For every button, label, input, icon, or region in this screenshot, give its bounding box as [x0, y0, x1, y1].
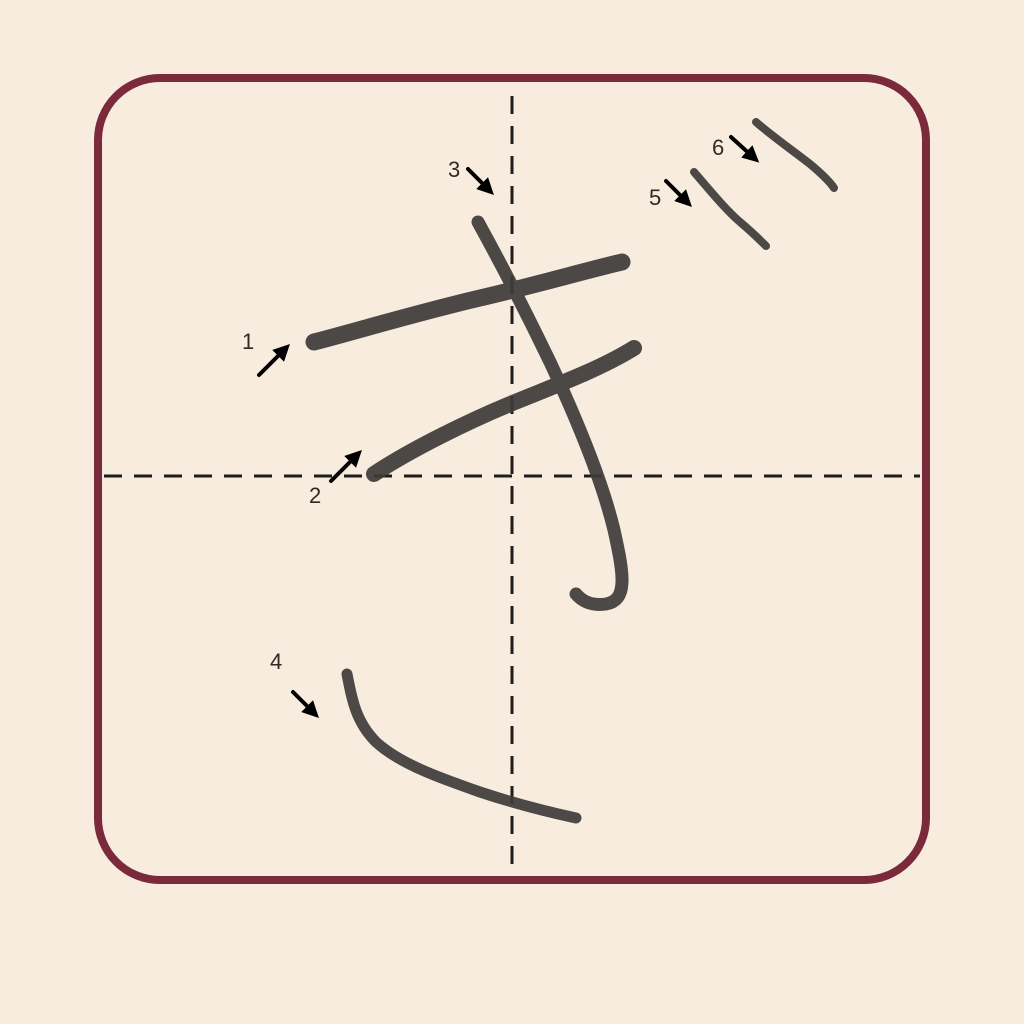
- arrow-stroke-2: [329, 450, 362, 483]
- stroke-number-5: 5: [649, 185, 661, 210]
- stroke-4: [341, 668, 582, 824]
- stroke-arrows: [257, 135, 760, 718]
- stroke-2: [366, 340, 642, 482]
- character-strokes: [305, 118, 838, 824]
- stroke-order-numbers: 1 2 3 4 5 6: [242, 135, 724, 674]
- arrow-stroke-6: [729, 135, 760, 163]
- stroke-6: [752, 118, 838, 192]
- stroke-number-6: 6: [712, 135, 724, 160]
- arrow-stroke-5: [664, 179, 692, 207]
- stroke-number-2: 2: [309, 483, 321, 508]
- stroke-5: [690, 168, 770, 250]
- stroke-number-4: 4: [270, 649, 282, 674]
- practice-square-frame: [94, 74, 930, 884]
- arrow-stroke-3: [466, 167, 494, 195]
- arrow-stroke-4: [291, 690, 319, 718]
- stroke-number-1: 1: [242, 329, 254, 354]
- arrow-stroke-1: [257, 344, 290, 377]
- stroke-number-3: 3: [448, 157, 460, 182]
- stroke-3: [471, 215, 629, 611]
- stroke-1: [305, 253, 631, 351]
